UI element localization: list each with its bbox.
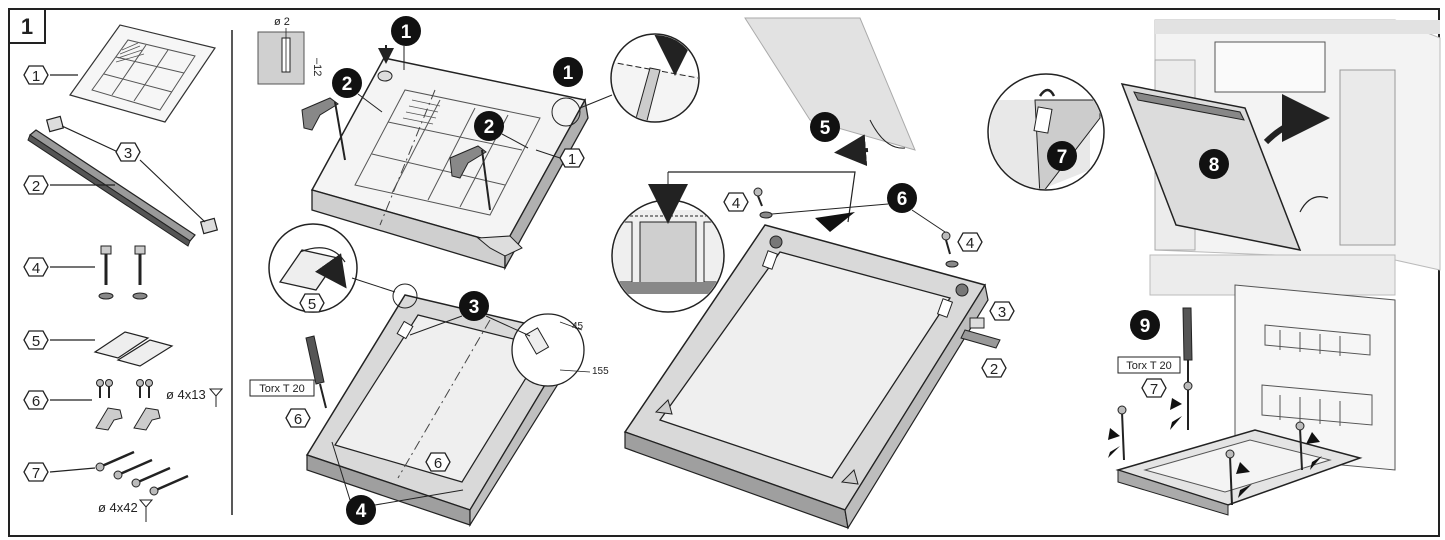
- svg-text:2: 2: [342, 74, 353, 95]
- drill-right: [449, 145, 491, 211]
- part-3-callout: 3: [61, 125, 206, 223]
- svg-text:6: 6: [294, 411, 302, 428]
- callout-part-1-on-door: 1: [535, 148, 585, 168]
- svg-text:5: 5: [308, 296, 316, 313]
- protective-film-panel: [744, 17, 916, 167]
- svg-text:4: 4: [356, 501, 367, 522]
- template-nub: [377, 45, 394, 82]
- svg-text:4: 4: [966, 235, 974, 252]
- step-badge-2a: 2: [332, 68, 383, 113]
- dim-label-a: 45: [572, 321, 584, 332]
- part-5-pads: [93, 331, 174, 367]
- callout-part-3-large: 3: [989, 301, 1015, 321]
- part-label-5: 5: [32, 333, 40, 350]
- svg-text:2: 2: [484, 117, 495, 138]
- svg-text:5: 5: [820, 118, 831, 139]
- callout-part-6b: 6: [425, 452, 451, 472]
- step-badge-3: 3: [409, 291, 531, 337]
- part-6-screws: [95, 379, 161, 431]
- part-template-sheet: [69, 24, 216, 123]
- part-1-callout: 1: [23, 65, 78, 85]
- zoom-rail-profile: [611, 171, 856, 313]
- zoom-hinge-detail: [987, 73, 1105, 191]
- svg-text:Torx T 20: Torx T 20: [259, 383, 304, 395]
- part-2-callout: 2: [23, 175, 115, 195]
- svg-text:3: 3: [998, 304, 1006, 321]
- figure-number: 1: [21, 14, 33, 39]
- bracket-hook: [476, 235, 523, 257]
- screwdriver-small: [305, 335, 327, 409]
- part-7-screws: [95, 450, 189, 496]
- tool-label-large: Torx T 20: [1117, 356, 1181, 374]
- svg-text:Torx T 20: Torx T 20: [1126, 360, 1171, 372]
- part-end-cap-bottom: [199, 217, 219, 235]
- part-label-2: 2: [32, 178, 40, 195]
- part-6-spec: ø 4x13: [166, 387, 206, 402]
- drill-diameter-label: ø 2: [274, 16, 290, 28]
- step-badge-8: 8: [1199, 149, 1229, 179]
- svg-text:6: 6: [434, 455, 442, 472]
- drill-depth-label: –12: [311, 58, 323, 76]
- part-4-callout: 4: [23, 257, 95, 277]
- step-badge-2b: 2: [474, 111, 529, 149]
- door-frame-small: [305, 294, 579, 528]
- figure-frame: [8, 8, 1440, 537]
- screwdriver-large: [1182, 307, 1193, 385]
- callout-part-4-left: 4: [723, 192, 749, 212]
- part-6-callout: 6 ø 4x13: [23, 387, 224, 410]
- part-end-cap-top: [45, 115, 65, 133]
- step-badge-4a: 4: [331, 441, 464, 525]
- svg-text:6: 6: [897, 189, 908, 210]
- step-badge-9: 9: [1130, 310, 1160, 340]
- part-label-3: 3: [124, 145, 132, 162]
- svg-text:7: 7: [1150, 381, 1158, 398]
- rail-assembly: [960, 317, 1001, 349]
- screw-washer-right: [941, 231, 959, 268]
- step-badge-1b: 1: [553, 57, 583, 87]
- part-label-4: 4: [32, 260, 40, 277]
- step-badge-5: 5: [810, 112, 840, 142]
- svg-text:8: 8: [1209, 155, 1220, 176]
- door-frame-large: [623, 224, 989, 530]
- figure-number-box: [8, 8, 46, 44]
- step-badge-6: 6: [771, 183, 946, 233]
- part-4-screws: [98, 245, 148, 300]
- zoom-pad-apply: [268, 223, 418, 313]
- callout-part-4-right: 4: [957, 232, 983, 252]
- callout-part-5: 5: [299, 293, 325, 313]
- door-with-template: [310, 57, 589, 271]
- part-label-1: 1: [32, 68, 40, 85]
- zoom-pad-dimensions: 45 155: [511, 313, 609, 387]
- svg-text:1: 1: [563, 63, 574, 84]
- drill-depth-detail: ø 2 –12: [257, 16, 323, 85]
- part-7-callout: 7 ø 4x42: [23, 462, 154, 522]
- callout-part-6a: 6: [285, 408, 311, 428]
- dim-label-b: 155: [592, 366, 609, 377]
- direction-arrow: [815, 212, 855, 232]
- drill-left: [301, 97, 346, 161]
- callout-part-7: 7: [1141, 378, 1167, 398]
- long-screws-installed: [1108, 381, 1322, 506]
- part-7-spec: ø 4x42: [98, 500, 138, 515]
- part-5-callout: 5: [23, 330, 95, 350]
- svg-text:9: 9: [1140, 316, 1151, 337]
- part-label-6: 6: [32, 393, 40, 410]
- svg-text:7: 7: [1057, 147, 1068, 168]
- svg-text:3: 3: [469, 297, 480, 318]
- step-badge-7: 7: [1047, 141, 1077, 171]
- screw-symbol-icon: [208, 388, 224, 407]
- svg-text:1: 1: [401, 22, 412, 43]
- svg-text:4: 4: [732, 195, 740, 212]
- svg-text:2: 2: [990, 361, 998, 378]
- part-label-7: 7: [32, 465, 40, 482]
- screw-symbol-icon: [138, 499, 154, 522]
- step-badge-1a: 1: [391, 16, 421, 70]
- callout-part-2-large: 2: [981, 358, 1007, 378]
- svg-text:1: 1: [568, 151, 576, 168]
- screw-washer-left: [753, 187, 773, 219]
- tool-label-small: Torx T 20: [249, 379, 315, 397]
